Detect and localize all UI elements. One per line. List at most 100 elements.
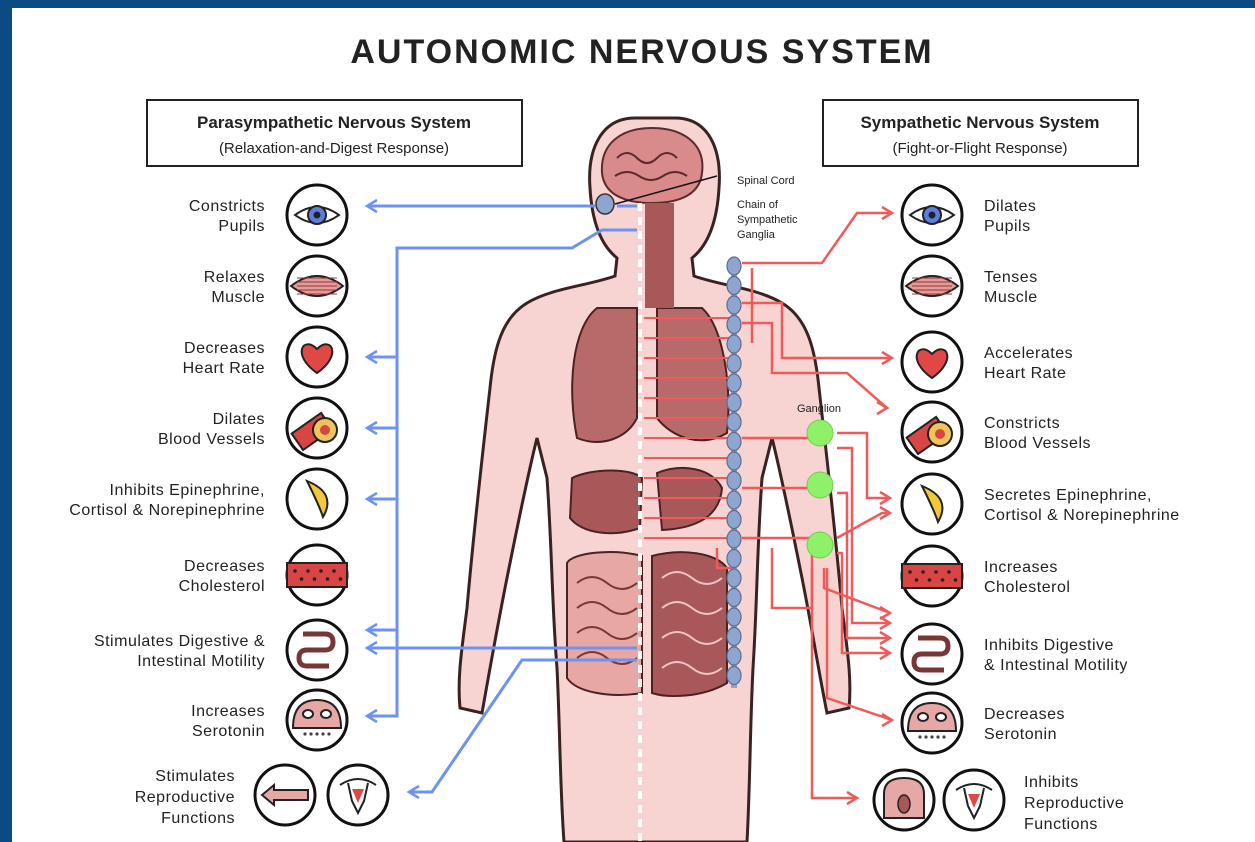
ganglion-bead: [727, 452, 741, 470]
eye-icon: [902, 185, 962, 245]
parasympathetic-effect-8: StimulatesReproductiveFunctions: [135, 765, 388, 827]
sympathetic-effect-2-label-line2: Heart Rate: [984, 365, 1066, 382]
sympathetic-effect-0-label-line1: Dilates: [984, 198, 1036, 215]
chain-label-line2: Sympathetic: [737, 214, 798, 226]
muscle-icon: [902, 256, 962, 316]
parasympathetic-effect-0-label-line2: Pupils: [218, 218, 265, 235]
parasympathetic-title: Parasympathetic Nervous System: [197, 113, 471, 132]
heart-icon: [287, 327, 347, 387]
ganglion-node-3: [807, 532, 833, 558]
parasympathetic-effect-2-label-line1: Decreases: [184, 340, 265, 357]
ganglion-bead: [727, 257, 741, 275]
ganglion-bead: [727, 667, 741, 685]
parasympathetic-effect-0-label-line1: Constricts: [189, 198, 265, 215]
serotonin-icon: [287, 690, 347, 750]
heart-icon: [902, 332, 962, 392]
ganglion-bead: [727, 491, 741, 509]
ganglion-bead: [727, 355, 741, 373]
ganglion-nodes: [807, 420, 833, 558]
ganglion-label: Ganglion: [797, 403, 841, 415]
autonomic-diagram: AUTONOMIC NERVOUS SYSTEM Parasympathetic…: [12, 8, 1255, 842]
parasympathetic-effect-5-label-line2: Cholesterol: [179, 578, 265, 595]
reproductive-icon: [328, 765, 388, 825]
spinal-cord-label: Spinal Cord: [737, 175, 794, 187]
parasympathetic-effect-6-label-line2: Intestinal Motility: [137, 653, 265, 670]
sympathetic-effect-6-label-line2: & Intestinal Motility: [984, 657, 1128, 674]
sympathetic-effect-7-label-line1: Decreases: [984, 706, 1065, 723]
ganglion-bead: [727, 608, 741, 626]
ganglion-bead: [727, 628, 741, 646]
artery-icon: [902, 546, 962, 606]
sympathetic-effect-6-label-line1: Inhibits Digestive: [984, 637, 1114, 654]
ganglion-bead: [727, 589, 741, 607]
parasympathetic-effect-2-label-line2: Heart Rate: [183, 360, 265, 377]
ganglion-bead: [727, 335, 741, 353]
muscle-icon: [287, 256, 347, 316]
ganglion-bead: [727, 296, 741, 314]
page-title: AUTONOMIC NERVOUS SYSTEM: [350, 33, 933, 71]
parasympathetic-effect-4-label-line1: Inhibits Epinephrine,: [110, 482, 265, 499]
parasympathetic-effect-6-label-line1: Stimulates Digestive &: [94, 633, 265, 650]
sympathetic-effect-7-label-line2: Serotonin: [984, 726, 1057, 743]
sympathetic-effect-4-label-line2: Cortisol & Norepinephrine: [984, 507, 1180, 524]
chain-label-line1: Chain of: [737, 199, 779, 211]
sympathetic-effect-3-label-line2: Blood Vessels: [984, 435, 1091, 452]
blood-vessel-icon: [287, 398, 347, 458]
parasympathetic-effect-3-label-line1: Dilates: [213, 411, 265, 428]
parasympathetic-effect-8-label-line2: Reproductive: [135, 789, 235, 806]
sympathetic-effect-2-label-line1: Accelerates: [984, 345, 1073, 362]
parasympathetic-effect-4: Inhibits Epinephrine, Cortisol & Norepine…: [69, 469, 347, 529]
sympathetic-effect-4: Secretes Epinephrine, Cortisol & Norepine…: [902, 474, 1180, 534]
parasympathetic-effect-8-label-line3: Functions: [161, 810, 235, 827]
parasympathetic-effect-5-label-line1: Decreases: [184, 558, 265, 575]
sympathetic-effect-6: Inhibits Digestive & Intestinal Motility: [902, 624, 1128, 684]
artery-icon: [287, 545, 347, 605]
sympathetic-effect-4-label-line1: Secretes Epinephrine,: [984, 487, 1152, 504]
adrenal-gland-icon: [287, 469, 347, 529]
sympathetic-subtitle: (Fight-or-Flight Response): [892, 140, 1067, 157]
ganglion-node-1: [807, 420, 833, 446]
sympathetic-header: Sympathetic Nervous System (Fight-or-Fli…: [823, 100, 1138, 166]
adrenal-gland-icon: [902, 474, 962, 534]
serotonin-icon: [902, 693, 962, 753]
ganglion-node-2: [807, 472, 833, 498]
sympathetic-effect-8-label-line3: Functions: [1024, 816, 1098, 833]
ganglion-bead: [727, 433, 741, 451]
eye-icon: [287, 185, 347, 245]
ganglion-bead: [727, 511, 741, 529]
ganglion-bead: [727, 530, 741, 548]
parasympathetic-effect-4-label-line2: Cortisol & Norepinephrine: [69, 502, 265, 519]
intestine-icon: [902, 624, 962, 684]
ganglion-bead: [727, 647, 741, 665]
human-body: [459, 118, 850, 842]
parasympathetic-subtitle: (Relaxation-and-Digest Response): [219, 140, 449, 157]
sympathetic-effect-0-label-line2: Pupils: [984, 218, 1031, 235]
parasympathetic-effect-7-label-line1: Increases: [191, 703, 265, 720]
sympathetic-effect-8-label-line1: Inhibits: [1024, 774, 1079, 791]
parasympathetic-cranial-node: [596, 194, 614, 214]
parasympathetic-effect-5: DecreasesCholesterol: [179, 545, 347, 605]
reproductive-icon: [944, 770, 1004, 830]
ganglion-bead: [727, 277, 741, 295]
sympathetic-effect-5-label-line1: Increases: [984, 559, 1058, 576]
sympathetic-effect-1-label-line1: Tenses: [984, 269, 1038, 286]
parasympathetic-effect-7-label-line2: Serotonin: [192, 723, 265, 740]
ganglion-bead: [727, 550, 741, 568]
chain-label-line3: Ganglia: [737, 229, 776, 241]
sympathetic-effects: DilatesPupilsTensesMuscleAcceleratesHear…: [874, 185, 1180, 833]
sympathetic-effect-5-label-line2: Cholesterol: [984, 579, 1070, 596]
sympathetic-effect-1-label-line2: Muscle: [984, 289, 1038, 306]
blood-vessel-icon: [902, 402, 962, 462]
